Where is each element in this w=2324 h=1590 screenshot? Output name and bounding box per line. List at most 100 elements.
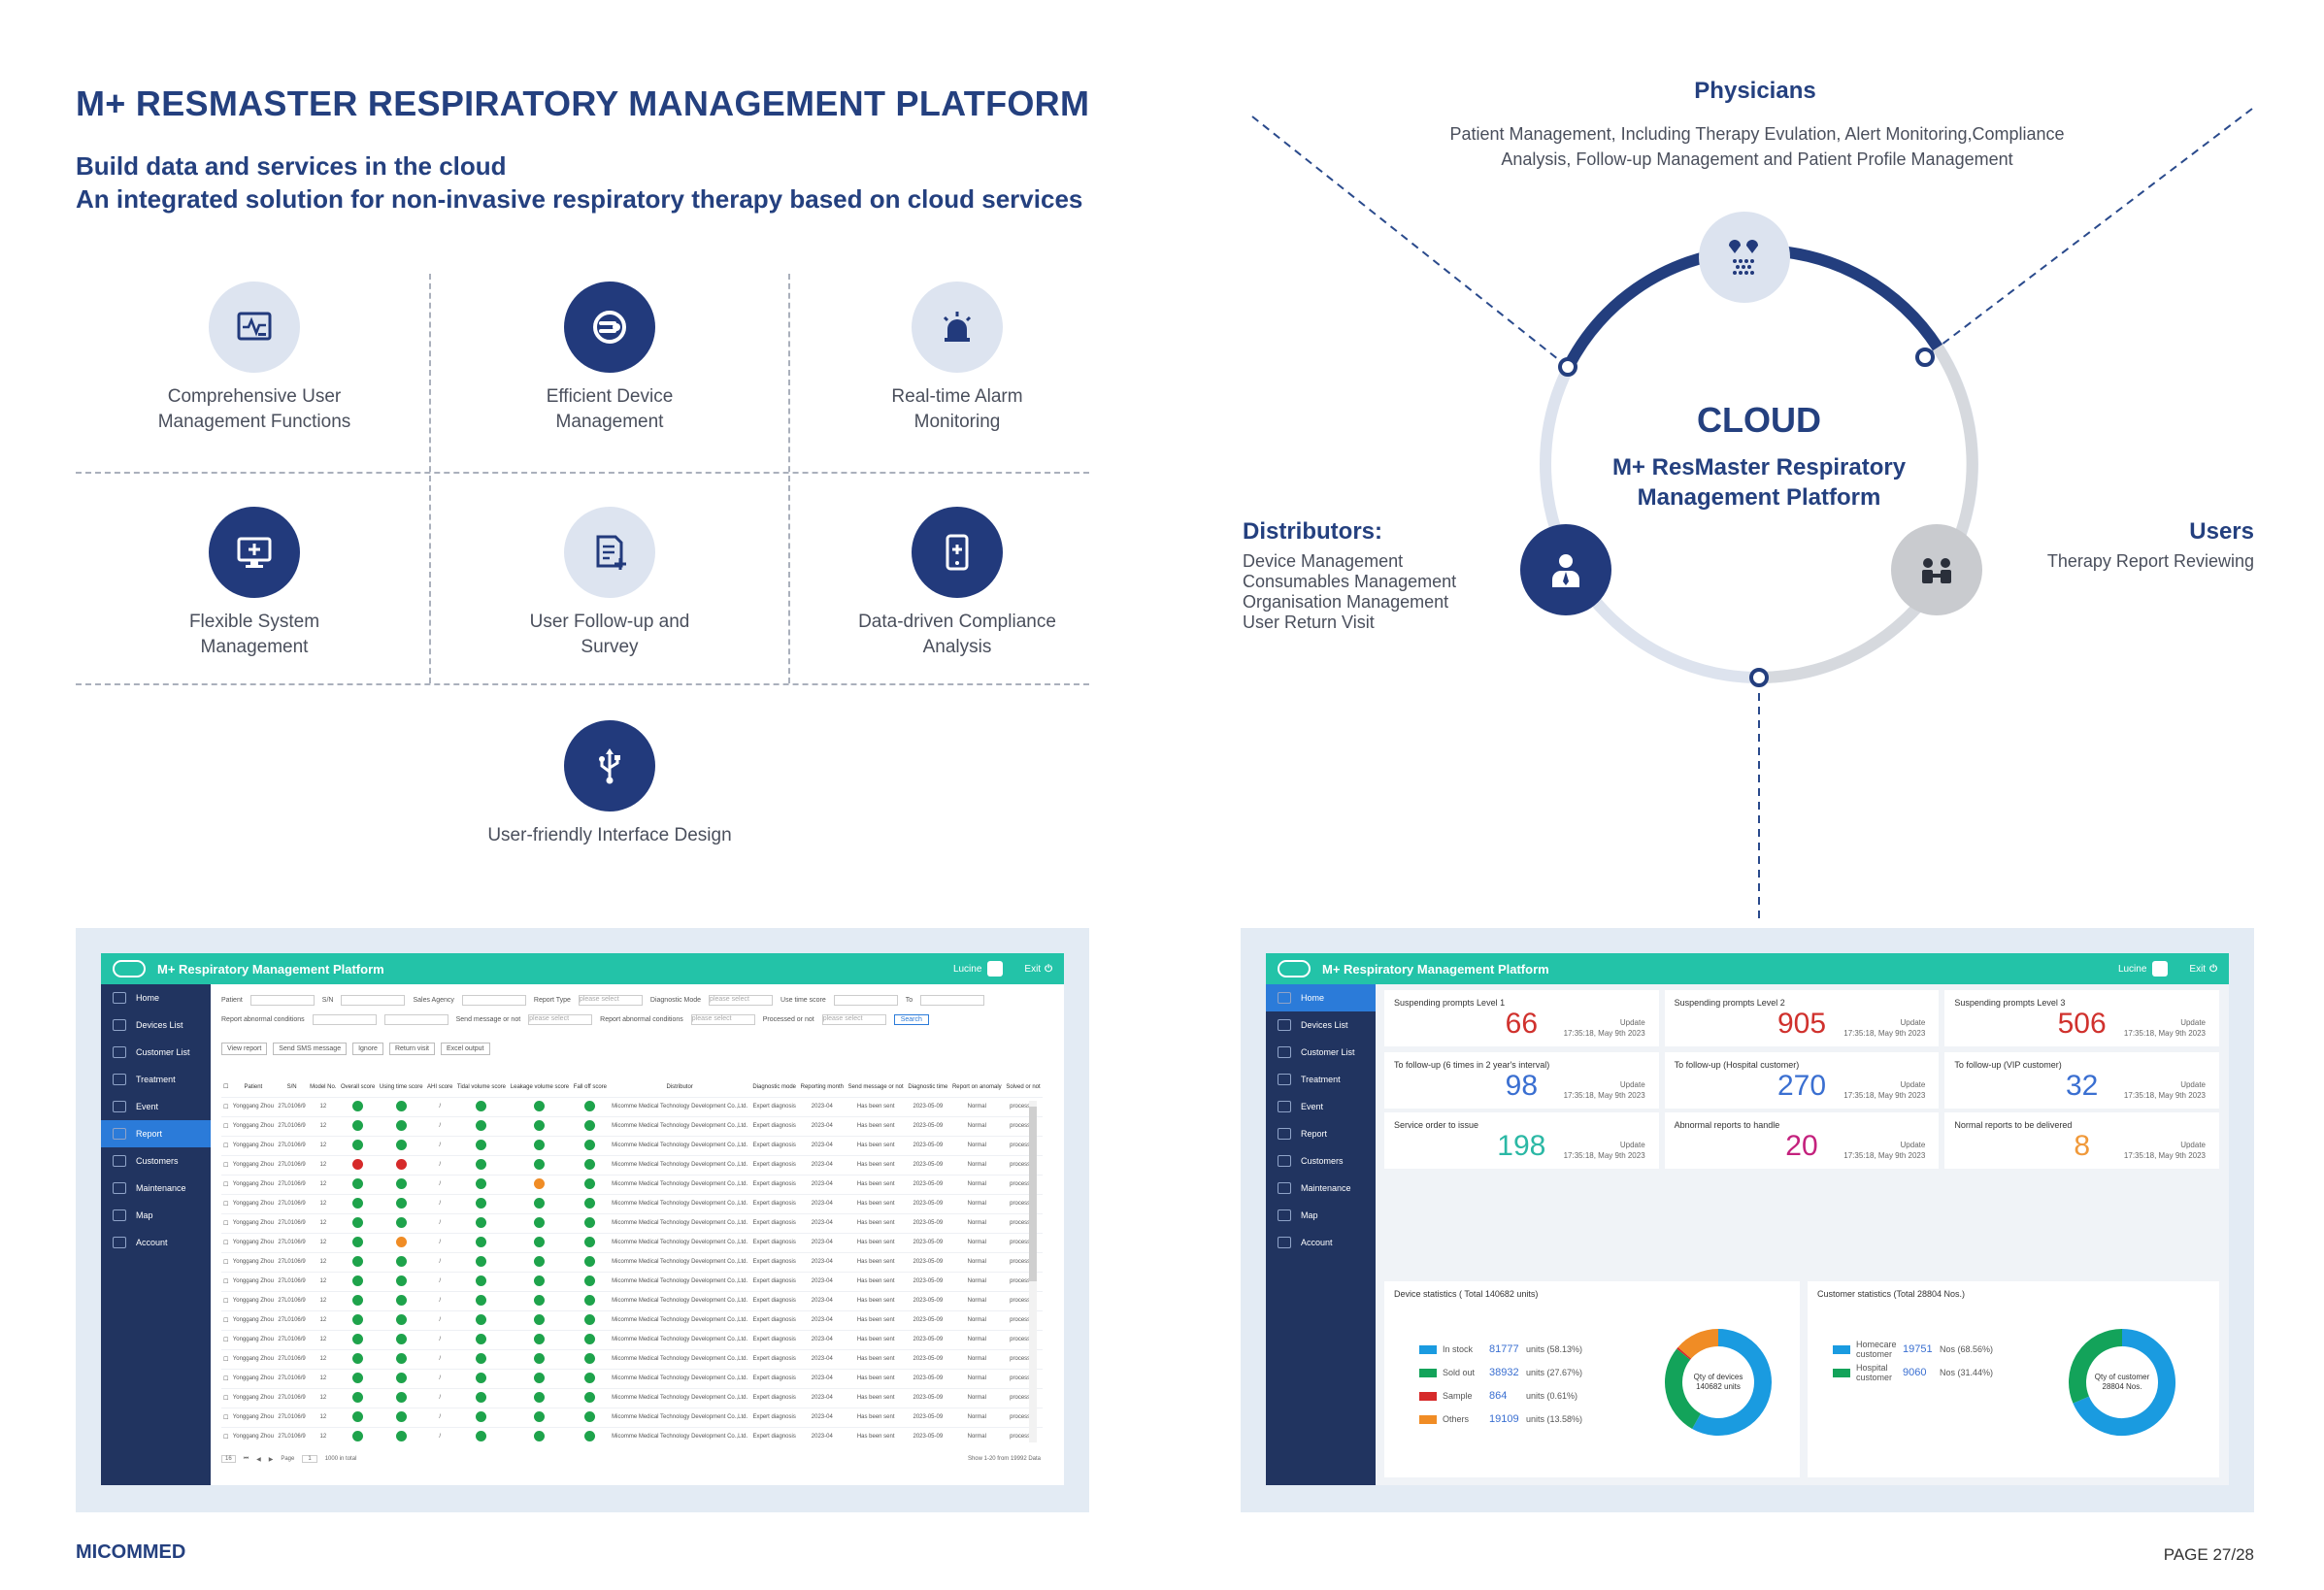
sn-input[interactable] [341, 994, 406, 1006]
sidebar-item-customers[interactable]: Customers [1266, 1147, 1376, 1175]
sidebar-item-home[interactable]: Home [1266, 984, 1376, 1011]
column-header[interactable]: Model No. [307, 1077, 339, 1098]
sidebar-item-maintenance[interactable]: Maintenance [101, 1175, 211, 1202]
row-checkbox[interactable]: ☐ [221, 1194, 231, 1214]
row-checkbox[interactable]: ☐ [221, 1349, 231, 1370]
sidebar-item-report[interactable]: Report [1266, 1120, 1376, 1147]
column-header[interactable]: Distributor [609, 1077, 751, 1098]
donut-slice[interactable] [1692, 1329, 1772, 1436]
view-report-button[interactable]: View report [221, 1042, 268, 1055]
report-type-select[interactable]: please select [578, 994, 643, 1006]
sidebar-item-customer-list[interactable]: Customer List [101, 1039, 211, 1066]
column-header[interactable]: Report on anomaly [949, 1077, 1004, 1098]
table-scrollbar[interactable] [1029, 1101, 1037, 1442]
row-checkbox[interactable]: ☐ [221, 1330, 231, 1350]
sidebar-item-event[interactable]: Event [101, 1093, 211, 1120]
sidebar-item-map[interactable]: Map [101, 1202, 211, 1229]
sidebar-item-devices[interactable]: Devices List [1266, 1011, 1376, 1039]
score-to-input[interactable] [920, 994, 985, 1006]
row-checkbox[interactable]: ☐ [221, 1408, 231, 1428]
sidebar-item-maintenance[interactable]: Maintenance [1266, 1175, 1376, 1202]
sidebar-item-home[interactable]: Home [101, 984, 211, 1011]
sidebar-item-customer-list[interactable]: Customer List [1266, 1039, 1376, 1066]
row-checkbox[interactable]: ☐ [221, 1310, 231, 1331]
sidebar-item-event[interactable]: Event [1266, 1093, 1376, 1120]
exit-button[interactable]: Exit [2189, 963, 2207, 975]
send-message-select[interactable]: please select [528, 1013, 593, 1025]
row-checkbox[interactable]: ☐ [221, 1097, 231, 1117]
user-name[interactable]: Lucine [2117, 963, 2147, 975]
column-header[interactable]: Diagnostic time [906, 1077, 950, 1098]
sidebar-item-report[interactable]: Report [101, 1120, 211, 1147]
scrollbar-thumb[interactable] [1029, 1107, 1037, 1281]
row-checkbox[interactable]: ☐ [221, 1116, 231, 1137]
next-page-icon[interactable]: ▶ [268, 1456, 274, 1463]
first-page-icon[interactable]: ⏮ [243, 1455, 249, 1462]
processed-select[interactable]: please select [821, 1013, 886, 1025]
column-header[interactable]: Diagnostic mode [750, 1077, 799, 1098]
row-checkbox[interactable]: ☐ [221, 1427, 231, 1442]
column-header[interactable]: Tidal volume score [454, 1077, 509, 1098]
diagnostic-mode-select[interactable]: please select [709, 994, 774, 1006]
page-size-select[interactable]: 16 [221, 1455, 236, 1463]
power-icon[interactable]: ⏻ [2209, 963, 2217, 975]
sidebar-item-map[interactable]: Map [1266, 1202, 1376, 1229]
send-sms-button[interactable]: Send SMS message [273, 1042, 348, 1055]
sidebar-item-customers[interactable]: Customers [101, 1147, 211, 1175]
select-all-checkbox[interactable]: ☐ [221, 1077, 231, 1098]
column-header[interactable]: Reporting month [798, 1077, 847, 1098]
column-header[interactable]: Patient [230, 1077, 277, 1098]
avatar[interactable] [2152, 961, 2169, 977]
column-header[interactable]: Fall off score [571, 1077, 610, 1098]
user-name[interactable]: Lucine [952, 963, 982, 975]
abnormal-select[interactable]: please select [690, 1013, 755, 1025]
date-to-input[interactable] [383, 1013, 448, 1025]
page-number-input[interactable]: 1 [302, 1455, 317, 1463]
donut-slice[interactable] [2073, 1329, 2175, 1436]
donut-slice[interactable] [1665, 1348, 1702, 1429]
column-header[interactable]: Solved or not [1004, 1077, 1043, 1098]
sidebar-item-treatment[interactable]: Treatment [101, 1066, 211, 1093]
column-header[interactable]: Using time score [377, 1077, 425, 1098]
row-checkbox[interactable]: ☐ [221, 1272, 231, 1292]
row-checkbox[interactable]: ☐ [221, 1233, 231, 1253]
date-from-input[interactable] [312, 1013, 377, 1025]
prev-page-icon[interactable]: ◀ [256, 1456, 261, 1463]
column-header[interactable]: Overall score [338, 1077, 378, 1098]
donut-slice[interactable] [1677, 1329, 1719, 1360]
row-checkbox[interactable]: ☐ [221, 1369, 231, 1389]
agency-select[interactable] [461, 994, 526, 1006]
column-header[interactable]: Send message or not [846, 1077, 907, 1098]
stat-card[interactable]: To follow-up (6 times in 2 year's interv… [1384, 1052, 1659, 1109]
return-visit-button[interactable]: Return visit [388, 1042, 435, 1055]
patient-input[interactable] [249, 994, 315, 1006]
row-checkbox[interactable]: ☐ [221, 1213, 231, 1234]
sidebar-item-account[interactable]: Account [1266, 1229, 1376, 1256]
search-button[interactable]: Search [893, 1013, 929, 1025]
donut-slice[interactable] [1677, 1346, 1692, 1360]
column-header[interactable]: S/N [276, 1077, 308, 1098]
score-from-input[interactable] [833, 994, 898, 1006]
donut-slice[interactable] [2069, 1329, 2123, 1404]
